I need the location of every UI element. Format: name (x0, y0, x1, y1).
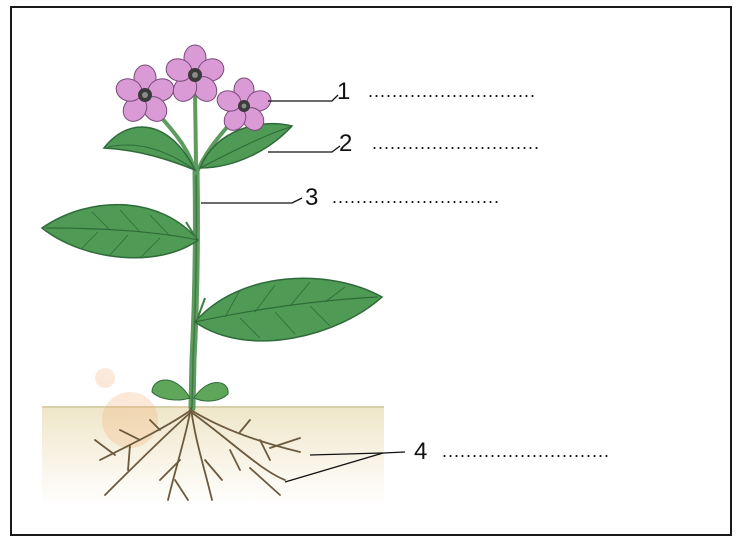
plant-diagram (0, 0, 744, 510)
answer-blank-2[interactable]: ............................ (372, 134, 540, 152)
leaf (152, 380, 190, 400)
leader-line-1 (268, 95, 338, 101)
label-number-1: 1 (337, 80, 350, 104)
label-number-3: 3 (305, 186, 318, 210)
answer-blank-4[interactable]: ............................ (442, 442, 610, 460)
leaf (104, 127, 195, 170)
label-number-4: 4 (414, 440, 427, 464)
leaf (194, 383, 228, 402)
leaf (195, 278, 382, 341)
answer-blank-3[interactable]: ............................ (332, 188, 500, 206)
leaf (42, 205, 198, 258)
label-number-2: 2 (339, 132, 352, 156)
answer-blank-1[interactable]: ............................ (368, 82, 536, 100)
leader-line-3 (201, 198, 302, 203)
soil (42, 406, 384, 506)
leader-line-2 (268, 146, 340, 152)
